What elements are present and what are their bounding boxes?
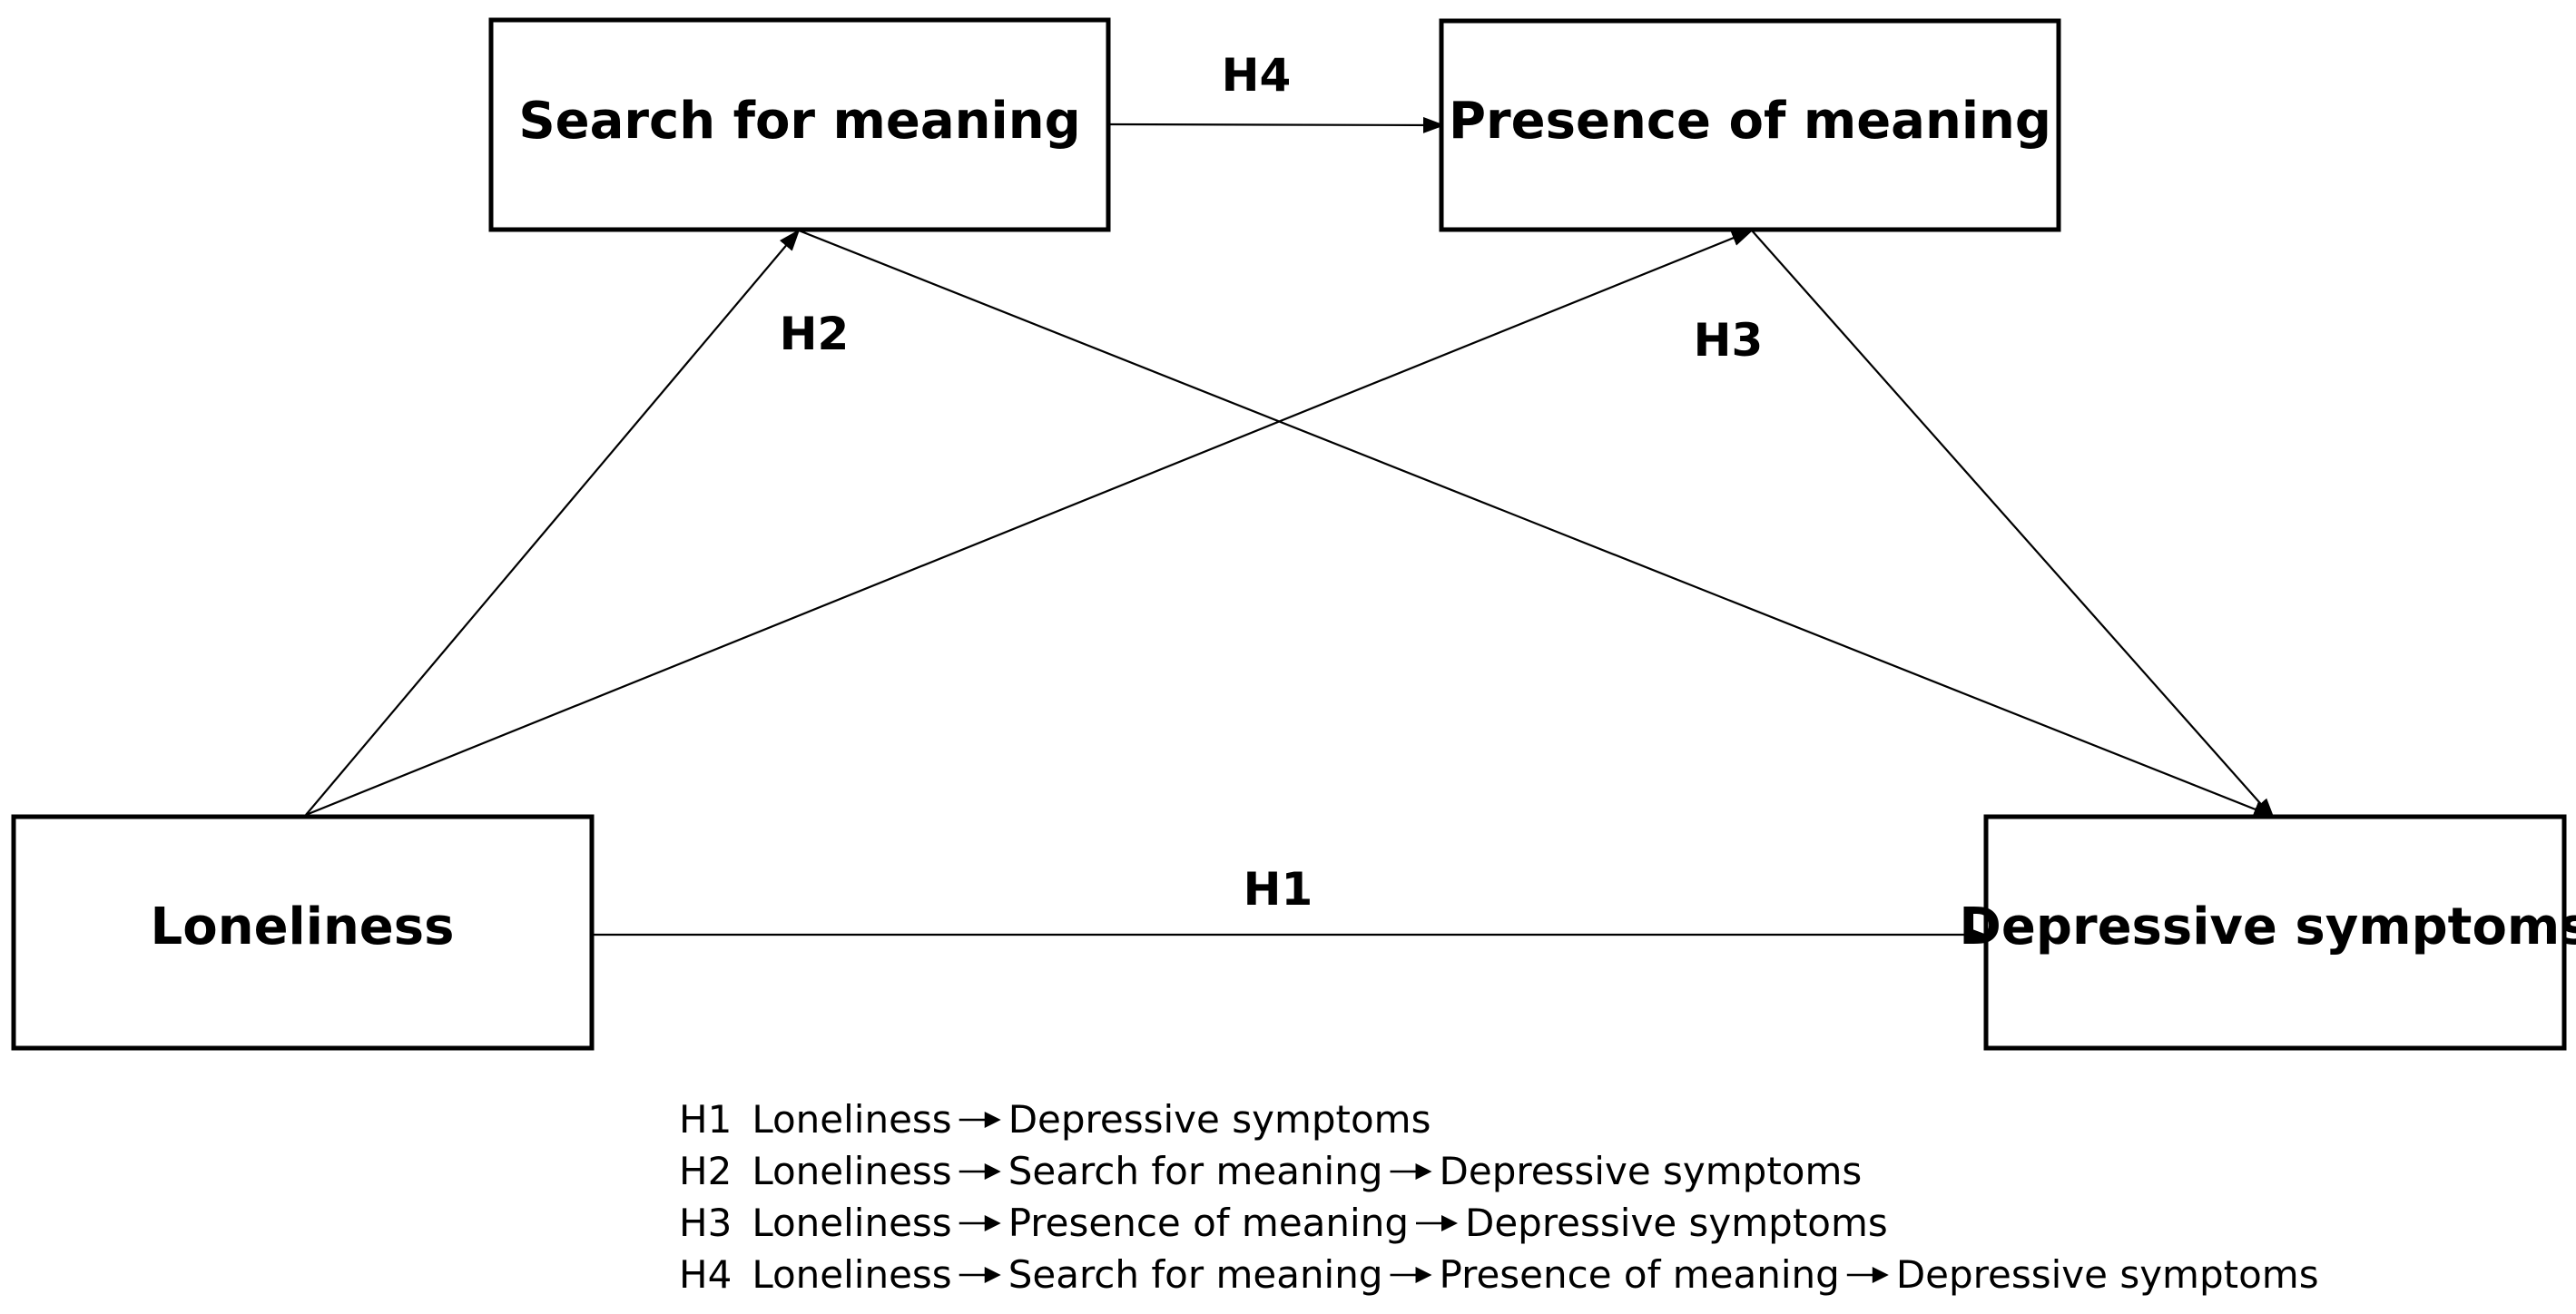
- legend-hypothesis-id: H2: [679, 1149, 732, 1193]
- legend-step: Depressive symptoms: [1896, 1252, 2319, 1297]
- edge-h3-presence-to-depressive: [1751, 230, 2276, 820]
- legend-arrowhead-icon: [984, 1267, 1001, 1283]
- node-search-for-meaning: Search for meaning: [488, 17, 1111, 232]
- edge-h2-loneliness-to-search: [305, 229, 801, 816]
- legend-step: Depressive symptoms: [1465, 1201, 1888, 1245]
- legend-hypothesis-id: H1: [679, 1097, 732, 1142]
- node-depressive-label: Depressive symptoms: [1959, 897, 2576, 956]
- legend-arrowhead-icon: [1441, 1215, 1458, 1231]
- legend-step: Loneliness: [752, 1149, 951, 1193]
- label-h2: H2: [780, 308, 850, 360]
- legend-arrowhead-icon: [984, 1112, 1001, 1128]
- node-search-label: Search for meaning: [518, 92, 1080, 151]
- legend-row: H3 Loneliness Presence of meaning Depressiv…: [679, 1201, 1888, 1245]
- edge-search-to-depressive: [798, 229, 2276, 819]
- node-loneliness: Loneliness: [11, 814, 595, 1051]
- node-loneliness-label: Loneliness: [151, 897, 455, 956]
- legend-arrowhead-icon: [1415, 1163, 1432, 1180]
- legend-step: Depressive symptoms: [1440, 1149, 1863, 1193]
- legend-step: Depressive symptoms: [1008, 1097, 1431, 1142]
- legend-arrowhead-icon: [1415, 1267, 1432, 1283]
- legend-hypothesis-id: H4: [679, 1252, 732, 1297]
- legend-step: Search for meaning: [1008, 1149, 1383, 1193]
- legend-step: Presence of meaning: [1008, 1201, 1409, 1245]
- legend-row: H1 Loneliness Depressive symptoms: [679, 1097, 1431, 1142]
- legend-row: H4 Loneliness Search for meaning Presence o…: [679, 1252, 2319, 1297]
- legend-step: Presence of meaning: [1440, 1252, 1840, 1297]
- legend-step: Search for meaning: [1008, 1252, 1383, 1297]
- edge-loneliness-to-presence: [305, 229, 1754, 817]
- legend-arrowhead-icon: [1872, 1267, 1889, 1283]
- label-h3: H3: [1694, 314, 1764, 367]
- legend-step: Loneliness: [752, 1252, 951, 1297]
- legend-hypothesis-id: H3: [679, 1201, 732, 1245]
- legend-arrowhead-icon: [984, 1215, 1001, 1231]
- edge-h4-search-to-presence: [1107, 116, 1445, 133]
- legend-row: H2 Loneliness Search for meaning Depressive…: [679, 1149, 1862, 1193]
- legend-step: Loneliness: [752, 1201, 951, 1245]
- label-h1: H1: [1244, 863, 1313, 916]
- node-presence-label: Presence of meaning: [1449, 92, 2051, 151]
- legend-arrowhead-icon: [984, 1163, 1001, 1180]
- node-depressive-symptoms: Depressive symptoms: [1959, 814, 2576, 1051]
- label-h4: H4: [1222, 49, 1292, 102]
- node-presence-of-meaning: Presence of meaning: [1439, 18, 2061, 232]
- legend-step: Loneliness: [752, 1097, 951, 1142]
